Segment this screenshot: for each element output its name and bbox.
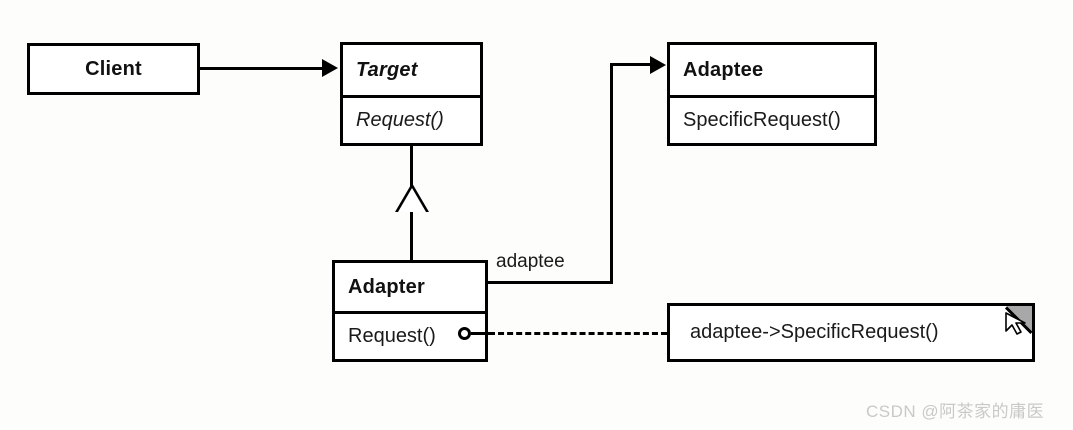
adaptee-operations-compartment: SpecificRequest() [670, 95, 874, 143]
class-name-target: Target [356, 58, 418, 81]
arrowhead-adapter-adaptee-icon [650, 56, 666, 74]
interface-ball-icon [458, 327, 471, 340]
note-box[interactable]: adaptee->SpecificRequest() [667, 303, 1035, 362]
cursor-arrow-icon [1005, 312, 1026, 335]
assoc-line-adapter-adaptee-v [610, 63, 613, 284]
target-name-compartment: Target [343, 45, 480, 95]
operation-target-request: Request() [356, 109, 444, 131]
assoc-line-adapter-adaptee-h1 [488, 281, 613, 284]
operation-adapter-request: Request() [348, 325, 436, 347]
target-operations-compartment: Request() [343, 95, 480, 143]
class-name-adapter: Adapter [348, 275, 425, 298]
generalization-line-lower [410, 212, 413, 262]
watermark-text: CSDN @阿茶家的庸医 [866, 402, 1045, 421]
association-role-label-adaptee: adaptee [496, 251, 565, 272]
note-text: adaptee->SpecificRequest() [690, 321, 939, 343]
class-box-client[interactable]: Client [27, 43, 200, 95]
assoc-line-client-target [200, 67, 324, 70]
class-box-adapter[interactable]: Adapter Request() [332, 260, 488, 362]
arrowhead-client-target-icon [322, 59, 338, 77]
class-name-client: Client [85, 57, 142, 80]
adapter-name-compartment: Adapter [335, 263, 485, 311]
class-box-target[interactable]: Target Request() [340, 42, 483, 146]
assoc-line-adapter-adaptee-h2 [610, 63, 655, 66]
note-anchor-dashed-line [489, 332, 667, 335]
generalization-line-upper [410, 146, 413, 186]
adaptee-name-compartment: Adaptee [670, 45, 874, 95]
client-name-compartment: Client [30, 46, 197, 92]
operation-adaptee-specificrequest: SpecificRequest() [683, 109, 841, 131]
class-box-adaptee[interactable]: Adaptee SpecificRequest() [667, 42, 877, 146]
note-anchor-stub [471, 332, 489, 335]
class-name-adaptee: Adaptee [683, 58, 764, 81]
adapter-operations-compartment: Request() [335, 311, 485, 359]
